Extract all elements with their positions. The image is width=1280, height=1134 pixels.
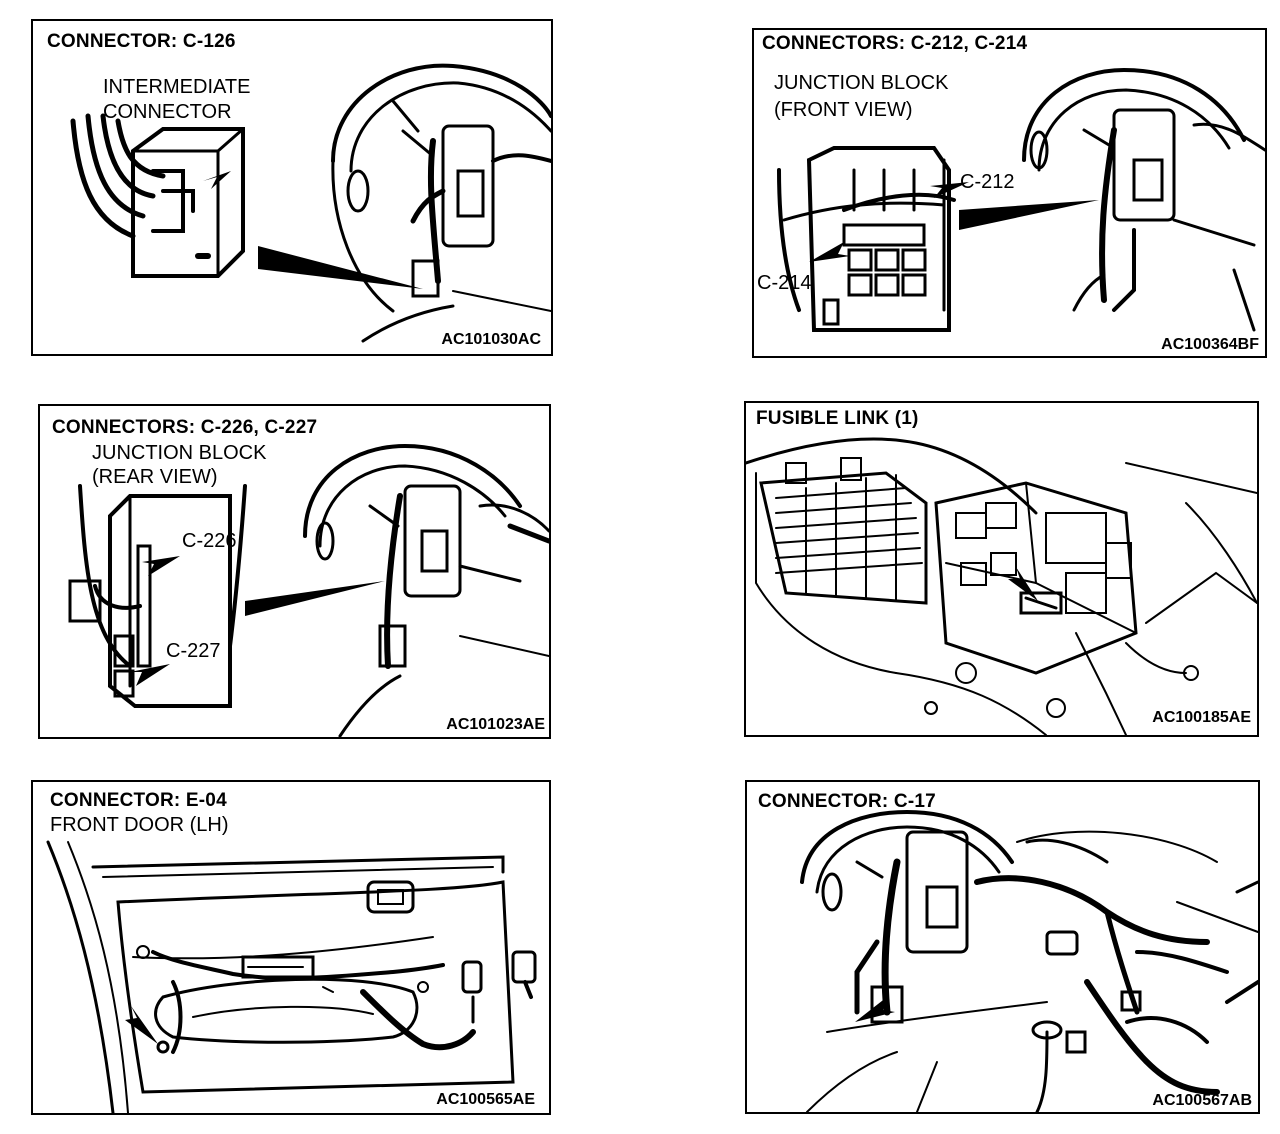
panel-connector-e04: CONNECTOR: E-04 FRONT DOOR (LH) AC100565…: [31, 780, 551, 1115]
panel-connector-c17: CONNECTOR: C-17 AC100567AB: [745, 780, 1260, 1114]
component-label-line1: JUNCTION BLOCK: [774, 72, 949, 94]
figure-code: AC101023AE: [446, 716, 545, 733]
component-label-line1: FRONT DOOR (LH): [50, 814, 229, 836]
component-label-line1: INTERMEDIATE: [103, 76, 251, 98]
panel-title: CONNECTOR: C-17: [758, 791, 936, 812]
panel-title: CONNECTORS: C-226, C-227: [52, 417, 318, 438]
figure-code: AC100364BF: [1161, 336, 1259, 353]
callout-c226: C-226: [182, 530, 237, 552]
component-label-line2: (FRONT VIEW): [774, 99, 913, 121]
illustration-fusible-link: [746, 437, 1257, 735]
callout-c212: C-212: [960, 171, 1015, 193]
panel-connector-c126: CONNECTOR: C-126 INTERMEDIATE CONNECTOR …: [31, 19, 553, 356]
panel-connectors-c212-c214: CONNECTORS: C-212, C-214 JUNCTION BLOCK …: [752, 28, 1267, 358]
figure-code: AC100567AB: [1152, 1092, 1252, 1109]
panel-title: CONNECTORS: C-212, C-214: [762, 33, 1028, 54]
illustration-c212-c214: [777, 67, 1265, 332]
component-label-line1: JUNCTION BLOCK: [92, 442, 267, 464]
panel-title: FUSIBLE LINK (1): [756, 408, 919, 429]
illustration-e04: [46, 840, 537, 1113]
illustration-c226-c227: [68, 443, 549, 737]
figure-code: AC100565AE: [436, 1091, 535, 1108]
panel-fusible-link: FUSIBLE LINK (1) AC100185AE: [744, 401, 1259, 737]
component-label-line2: (REAR VIEW): [92, 466, 218, 488]
figure-code: AC100185AE: [1152, 709, 1251, 726]
panel-title: CONNECTOR: C-126: [47, 31, 236, 52]
illustration-c126: [70, 63, 551, 343]
panel-title: CONNECTOR: E-04: [50, 790, 227, 811]
component-label-line2: CONNECTOR: [103, 101, 232, 123]
illustration-c17: [800, 809, 1258, 1112]
figure-code: AC101030AC: [441, 331, 541, 348]
callout-c214: C-214: [757, 272, 812, 294]
callout-c227: C-227: [166, 640, 221, 662]
panel-connectors-c226-c227: CONNECTORS: C-226, C-227 JUNCTION BLOCK …: [38, 404, 551, 739]
